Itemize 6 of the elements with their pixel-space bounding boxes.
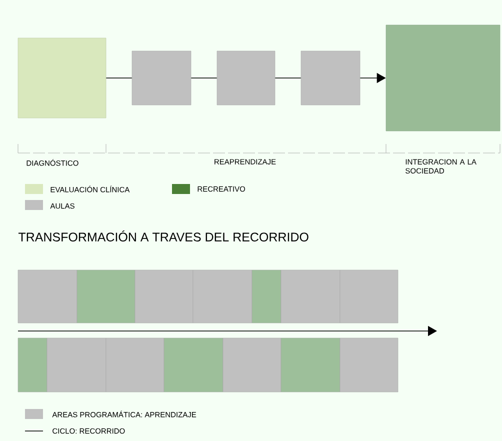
stage-box [216,50,276,106]
stage-box [386,24,500,132]
stage-box [132,50,192,106]
stage-box [18,38,106,118]
section-title: TRANSFORMACIÓN A TRAVES DEL RECORRIDO [18,230,308,242]
stage-box [300,50,360,106]
